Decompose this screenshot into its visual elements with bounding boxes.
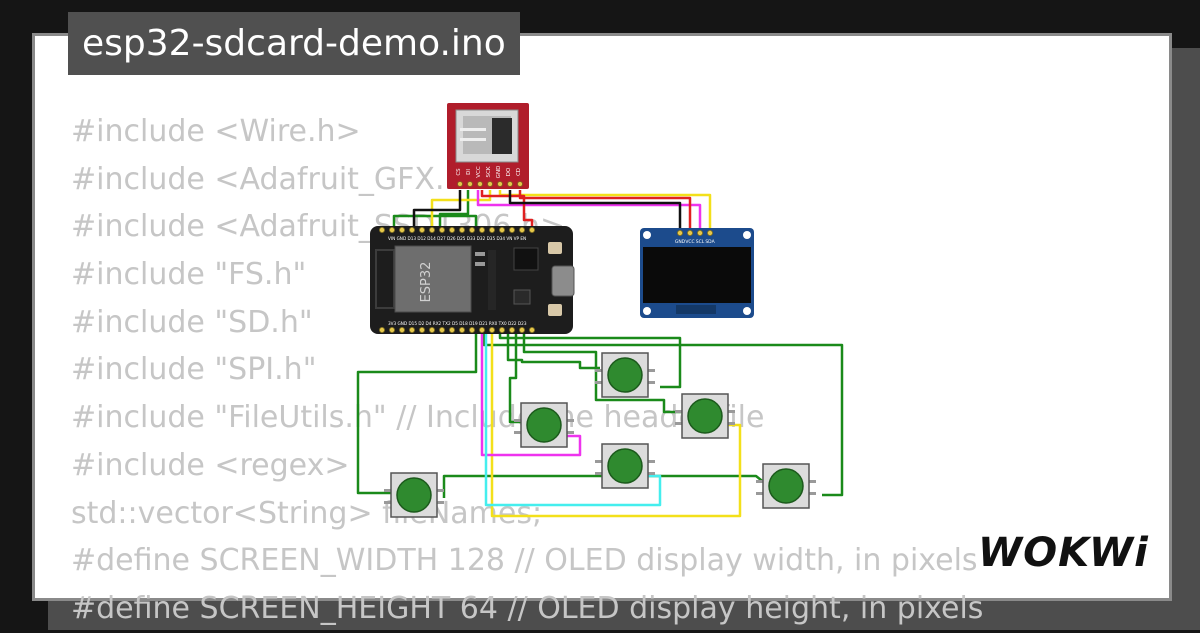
- sd-pin-label: DI: [466, 169, 472, 175]
- wire-black: [412, 190, 462, 232]
- code-line: #define SCREEN_HEIGHT 64 // OLED display…: [71, 590, 984, 626]
- wire-magenta: [476, 190, 702, 230]
- wire-green: [498, 333, 682, 389]
- esp32-top-pin-labels: VIN GND D13 D12 D14 D27 D26 D25 D33 D32 …: [388, 236, 526, 241]
- oled-pin-label: SCL: [696, 239, 705, 245]
- pushbutton[interactable]: [384, 472, 444, 518]
- esp32-chip-label: ESP32: [419, 262, 434, 303]
- wokwi-logo-text: WOKWi: [978, 530, 1149, 576]
- oled-pin-label: GND: [675, 239, 686, 245]
- sd-pin-label: CD: [516, 168, 522, 176]
- oled-pin-label: SDA: [705, 239, 715, 245]
- wire-green: [508, 333, 522, 424]
- pushbutton[interactable]: [595, 443, 655, 489]
- wire-green: [438, 190, 470, 230]
- sd-pin-label: VCC: [476, 166, 482, 178]
- wire-yellow: [498, 190, 712, 230]
- wire-green: [356, 333, 478, 495]
- wire-red: [518, 190, 692, 230]
- pushbutton[interactable]: [756, 463, 816, 509]
- wire-green: [646, 474, 767, 485]
- wire-green: [442, 474, 604, 498]
- pushbutton[interactable]: [675, 393, 735, 439]
- project-preview-card: #include <Wire.h> #include <Adafruit_GFX…: [32, 33, 1172, 626]
- wokwi-logo: WOKWi: [978, 530, 1149, 576]
- wire-green: [482, 333, 844, 497]
- code-line: #include "SPI.h": [71, 352, 317, 388]
- wires: [356, 190, 844, 518]
- sd-pin-label: SCK: [486, 166, 492, 177]
- wire-green: [506, 333, 600, 370]
- code-line: #define SCREEN_WIDTH 128 // OLED display…: [71, 543, 978, 579]
- code-line: #include <Wire.h>: [71, 114, 361, 149]
- esp32-bottom-pin-labels: 3V3 GND D15 D2 D4 RX2 TX2 D5 D18 D19 D21…: [388, 321, 527, 326]
- wire-green: [522, 333, 684, 414]
- esp32-board[interactable]: ESP32 VIN GND D13 D12 D14 D27 D26 D25 D3…: [370, 226, 575, 334]
- wire-red: [480, 190, 534, 230]
- code-line: #include <Adafruit_GFX.h>: [71, 161, 489, 197]
- sd-pin-label: DO: [506, 167, 512, 176]
- pushbutton[interactable]: [595, 352, 655, 398]
- oled-pin-label: VCC: [685, 239, 694, 245]
- pushbutton[interactable]: [514, 402, 574, 448]
- code-background: #include <Wire.h> #include <Adafruit_GFX…: [71, 108, 983, 633]
- code-line: #include "SD.h": [71, 304, 313, 340]
- sd-card-module[interactable]: CS DI VCC SCK GND DO CD: [447, 103, 529, 189]
- sd-pin-label: GND: [496, 166, 502, 179]
- code-line: #include "FS.h": [71, 257, 307, 293]
- sd-pin-label: CS: [456, 168, 462, 176]
- wire-black: [508, 190, 682, 230]
- oled-display[interactable]: GND VCC SCL SDA: [640, 228, 754, 318]
- code-line: #include <regex>: [71, 447, 350, 483]
- project-filename-tab: esp32-sdcard-demo.ino: [68, 12, 520, 75]
- wire-green: [392, 214, 478, 234]
- wire-magenta: [480, 333, 582, 457]
- wire-cyan: [484, 333, 662, 507]
